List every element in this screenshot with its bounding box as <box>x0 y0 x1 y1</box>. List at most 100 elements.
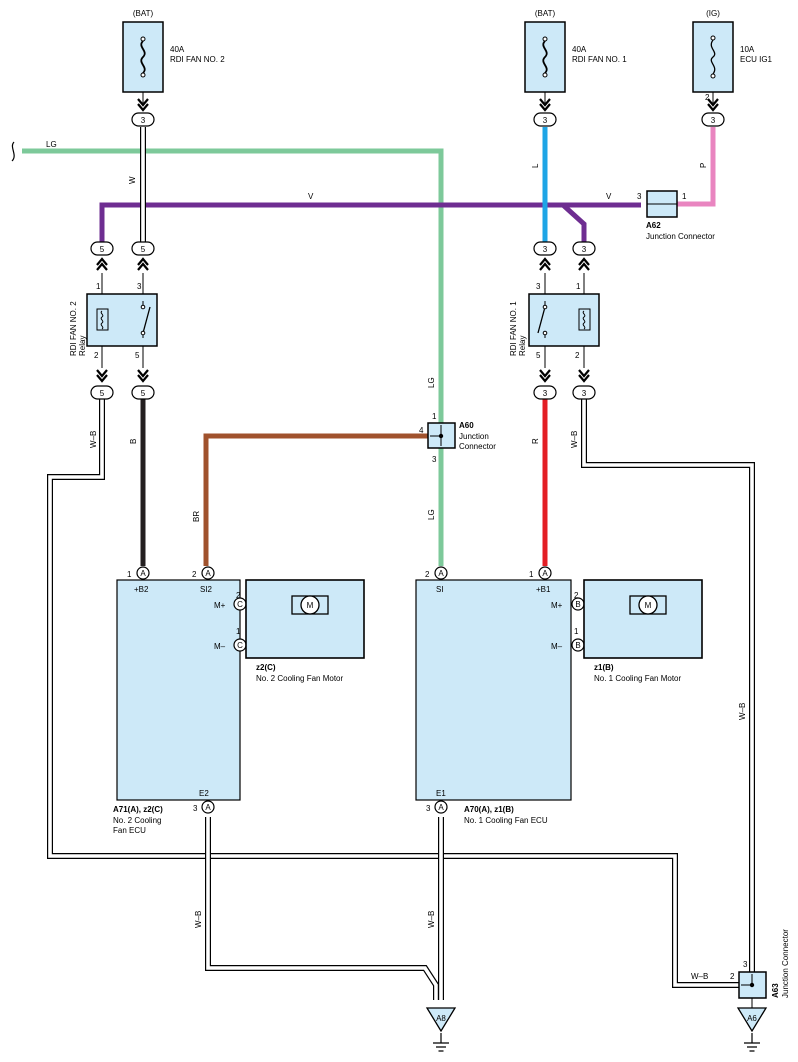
pin-number: 3 <box>536 282 541 291</box>
motor-symbol: M <box>307 601 314 610</box>
wire-label-lg2: LG <box>427 377 436 388</box>
wire-label-lg: LG <box>46 140 57 149</box>
pin-label: +B1 <box>536 585 551 594</box>
pin-label: M– <box>551 642 563 651</box>
pin-number: 1 <box>682 192 687 201</box>
pin-number: 3 <box>637 192 642 201</box>
pin-number: 3 <box>582 245 587 254</box>
pin-label: SI <box>436 585 444 594</box>
pin-number: 2 <box>236 591 241 600</box>
connector-letter: A <box>205 803 211 812</box>
ecu-ref: A70(A), z1(B) <box>464 805 514 814</box>
pin-number: 5 <box>135 351 140 360</box>
pin-label: E1 <box>436 789 446 798</box>
pin-number: 5 <box>141 389 146 398</box>
lg-wire-main <box>22 148 444 423</box>
fuse-rating: 10A <box>740 45 755 54</box>
pin-label: M+ <box>214 601 226 610</box>
pin-number: 3 <box>432 455 437 464</box>
ground-icon <box>743 1032 761 1052</box>
relay-name: RDI FAN NO. 1 <box>509 301 518 356</box>
relay-rdi-fan-2: 1 3 2 5 RDI FAN NO. 2 Relay <box>69 273 158 368</box>
relay-switch-icon <box>537 306 546 334</box>
junction-name-line2: Connector <box>459 442 496 451</box>
fuse-source-label: (BAT) <box>535 9 556 18</box>
fuse-name: RDI FAN NO. 2 <box>170 55 225 64</box>
ecu-name: No. 1 Cooling Fan ECU <box>464 816 548 825</box>
motor-icon <box>300 595 320 615</box>
connector-pin <box>701 112 725 127</box>
connector-pin <box>131 385 155 400</box>
wire-label-v: V <box>308 192 314 201</box>
pin-number: 2 <box>730 972 735 981</box>
motor-name: No. 1 Cooling Fan Motor <box>594 674 681 683</box>
fuse-name: ECU IG1 <box>740 55 773 64</box>
relay-rdi-fan-1: 3 1 5 2 RDI FAN NO. 1 Relay <box>509 273 600 368</box>
connector-letter: A <box>205 569 211 578</box>
pin-number: 3 <box>711 116 716 125</box>
junction-id: A63 <box>771 983 780 998</box>
fuse-rdi-fan-1: (BAT) 40A RDI FAN NO. 1 <box>524 9 627 112</box>
pin-number: 1 <box>432 412 437 421</box>
pin-number: 2 <box>574 591 579 600</box>
pin-number: 1 <box>127 570 132 579</box>
fuse-icon <box>710 39 716 75</box>
ground-icon <box>432 1032 450 1052</box>
fuse-rdi-fan-2: (BAT) 40A RDI FAN NO. 2 <box>122 9 225 112</box>
connector-letter: A <box>140 569 146 578</box>
ground-a8: A8 <box>425 1007 457 1052</box>
pin-number: 1 <box>574 627 579 636</box>
wire-label-wb6: W–B <box>691 972 708 981</box>
pin-number: 3 <box>543 116 548 125</box>
connector-letter: A <box>542 569 548 578</box>
junction-id: A62 <box>646 221 661 230</box>
junction-a62: 3 1 A62 Junction Connector <box>637 190 715 241</box>
pin-number: 3 <box>543 389 548 398</box>
fuse-source-label: (BAT) <box>133 9 154 18</box>
ecu-ref: A71(A), z2(C) <box>113 805 163 814</box>
pin-label: M+ <box>551 601 563 610</box>
relay-switch-icon <box>142 306 151 334</box>
pin-number: 1 <box>96 282 101 291</box>
cooling-fan-motor-2: M z2(C) No. 2 Cooling Fan Motor <box>245 579 365 683</box>
pin-number: 1 <box>236 627 241 636</box>
pin-number: 2 <box>94 351 99 360</box>
relay-name: RDI FAN NO. 2 <box>69 301 78 356</box>
pin-number: 2 <box>192 570 197 579</box>
relay-type: Relay <box>78 336 87 356</box>
pin-number: 2 <box>575 351 580 360</box>
motor-symbol: M <box>645 601 652 610</box>
connector-letter: C <box>237 641 243 650</box>
connector-letter: A <box>438 803 444 812</box>
fuse-rating: 40A <box>170 45 185 54</box>
pin-label: E2 <box>199 789 209 798</box>
connector-pin <box>533 112 557 127</box>
violet-wire <box>99 202 641 246</box>
wire-label-lg3: LG <box>427 509 436 520</box>
wires <box>22 127 716 606</box>
connector-pin <box>572 385 596 400</box>
wire-label-wb5: W–B <box>427 911 436 928</box>
connector-letter: B <box>575 600 580 609</box>
wire-label-wb3: W–B <box>738 703 747 720</box>
wire-label-wb2: W–B <box>570 431 579 448</box>
wire-label-wb1: W–B <box>89 431 98 448</box>
wire-label-r: R <box>531 438 540 444</box>
cooling-fan-ecu-2: 1 A 2 A +B2 SI2 M+ M– 2 1 C C E2 3 A A71… <box>113 566 247 835</box>
pin-number: 5 <box>100 389 105 398</box>
wire-label-l: L <box>531 163 540 168</box>
ground-id: A8 <box>436 1014 446 1023</box>
connectors: 3 3 3 5 5 3 3 5 5 3 3 <box>90 112 725 400</box>
pin-number: 5 <box>100 245 105 254</box>
ground-id: A6 <box>747 1014 757 1023</box>
wire-break-symbol <box>11 141 15 162</box>
fuse-ecu-ig1: (IG) 10A ECU IG1 2 <box>692 9 773 112</box>
connector-letter: C <box>237 600 243 609</box>
junction-id: A60 <box>459 421 474 430</box>
connector-pin <box>131 241 155 256</box>
wire-label-wb4: W–B <box>194 911 203 928</box>
cooling-fan-ecu-1: 2 A 1 A SI +B1 M+ M– 2 1 B B E1 3 A A70(… <box>415 566 585 825</box>
pin-number: 2 <box>705 93 710 102</box>
pin-number: 4 <box>419 426 424 435</box>
connector-pin <box>572 241 596 256</box>
